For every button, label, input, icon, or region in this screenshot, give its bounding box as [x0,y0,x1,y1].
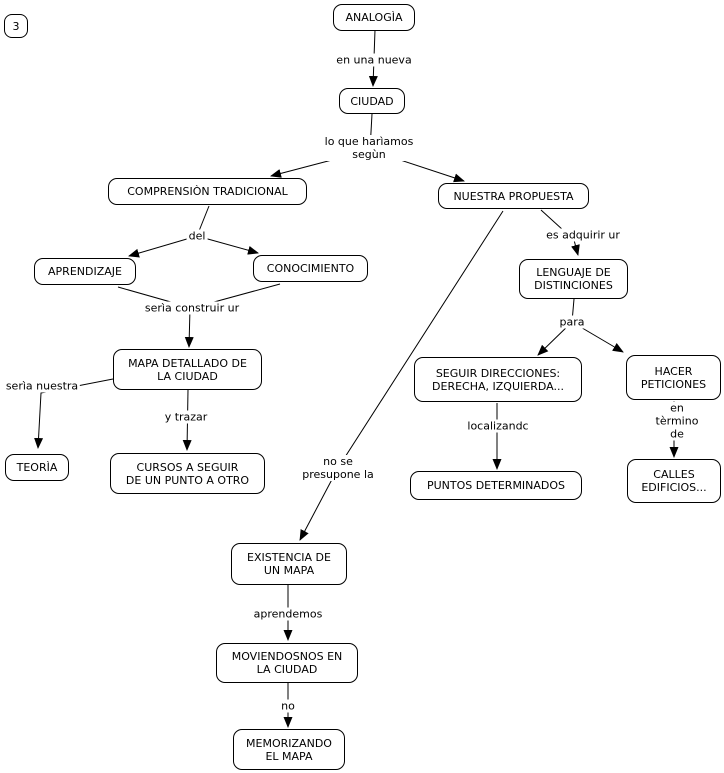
connector-to-aprendizaje [128,235,198,258]
concept-node-lenguaje-distinciones[interactable]: LENGUAJE DE DISTINCIONES [519,259,628,299]
linking-phrase-del[interactable]: del [186,229,208,243]
linking-phrase-localizando[interactable]: localizandc [465,419,531,433]
concept-node-memorizando[interactable]: MEMORIZANDO EL MAPA [233,729,345,770]
concept-node-existencia-mapa[interactable]: EXISTENCIA DE UN MAPA [231,543,347,585]
linking-phrase-seria-construir[interactable]: serìa construir ur [142,301,242,315]
concept-node-moviendosnos[interactable]: MOVIENDOSNOS EN LA CIUDAD [216,643,358,683]
concept-node-mapa-detallado[interactable]: MAPA DETALLADO DE LA CIUDAD [113,349,262,390]
linking-phrase-seria-nuestra[interactable]: serìa nuestra [3,379,81,393]
linking-phrase-y-trazar[interactable]: y trazar [162,410,210,424]
concept-node-teoria[interactable]: TEORÌA [5,454,69,481]
concept-node-hacer-peticiones[interactable]: HACER PETICIONES [626,355,721,400]
page-number-node[interactable]: 3 [4,14,28,38]
linking-phrase-para[interactable]: para [557,315,587,329]
concept-node-comprension-tradicional[interactable]: COMPRENSIÒN TRADICIONAL [108,178,307,205]
concept-node-aprendizaje[interactable]: APRENDIZAJE [34,258,136,285]
concept-node-nuestra-propuesta[interactable]: NUESTRA PROPUESTA [438,183,589,209]
concept-node-seguir-direcciones[interactable]: SEGUIR DIRECCIONES: DERECHA, IZQUIERDA..… [414,357,582,402]
concept-node-analogia[interactable]: ANALOGÌA [333,4,415,31]
concept-node-cursos[interactable]: CURSOS A SEGUIR DE UN PUNTO A OTRO [110,453,265,494]
concept-node-conocimiento[interactable]: CONOCIMIENTO [253,255,368,282]
linking-phrase-lo-que-hariamos[interactable]: lo que harìamos segùn [322,135,416,161]
linking-phrase-en-una-nueva[interactable]: en una nueva [334,53,414,67]
linking-phrase-no[interactable]: no [279,699,297,713]
linking-phrase-en-termino-de[interactable]: en tèrmino de [653,401,701,441]
connector-to-teoria [34,378,114,449]
connector-to-mapa-detallado [184,307,194,348]
concept-node-puntos-determinados[interactable]: PUNTOS DETERMINADOS [410,471,582,500]
linking-phrase-es-adquirir[interactable]: es adquirir ur [544,228,622,242]
concept-node-calles-edificios[interactable]: CALLES EDIFICIOS... [627,459,721,503]
linking-phrase-aprendemos[interactable]: aprendemos [251,607,325,621]
linking-phrase-no-se-presupone[interactable]: no se presupone la [300,455,376,481]
concept-node-ciudad[interactable]: CIUDAD [339,88,405,114]
